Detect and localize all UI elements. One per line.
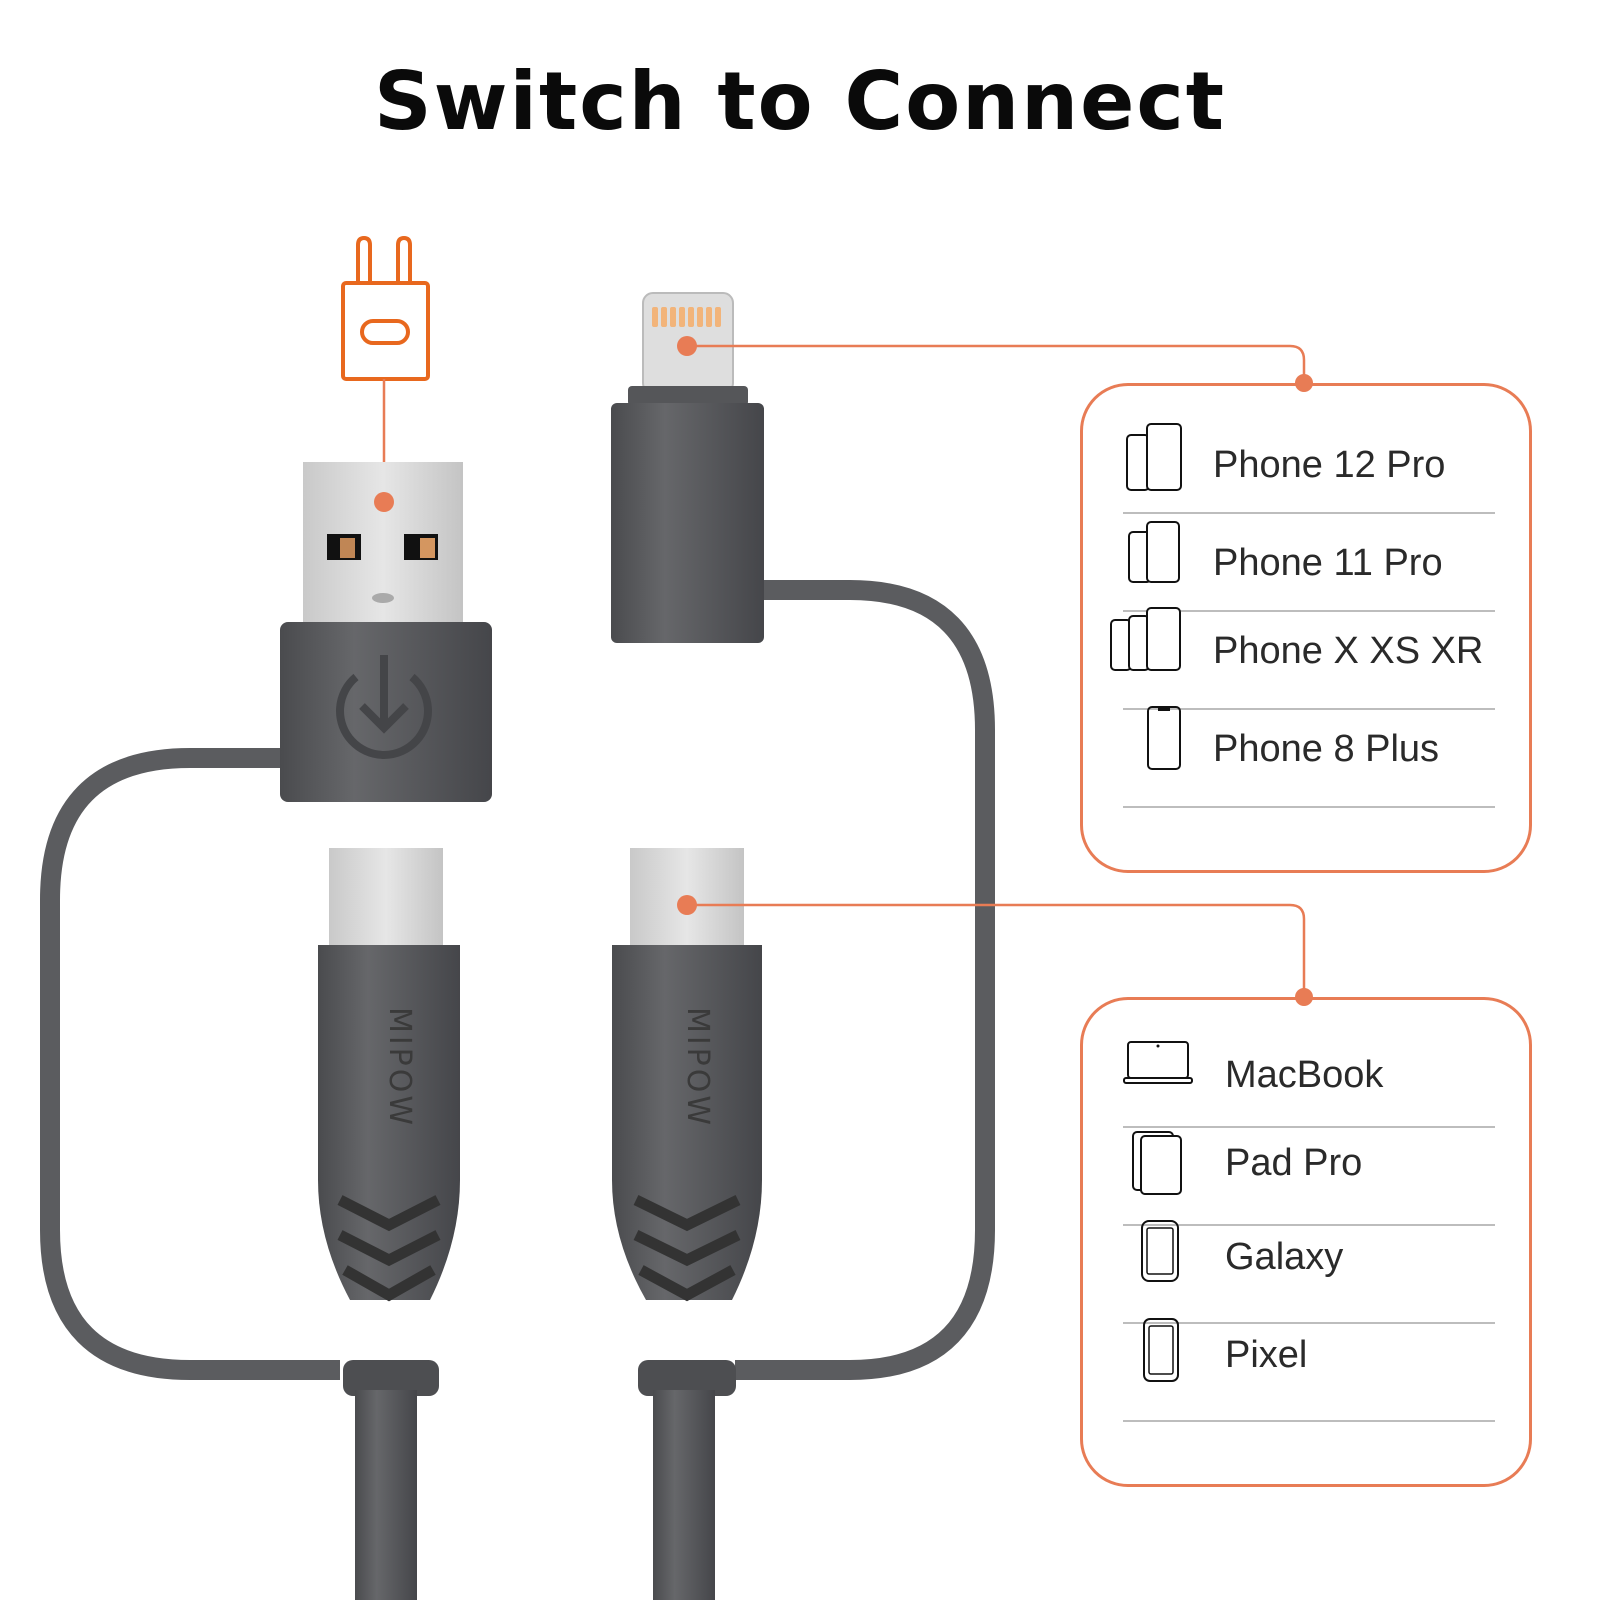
wall-plug-icon — [341, 235, 430, 381]
list-item: Phone 12 Pro — [1123, 416, 1495, 514]
list-item: Phone 11 Pro — [1123, 514, 1495, 612]
page-title: Switch to Connect — [374, 55, 1226, 148]
two-phones-icon — [1126, 423, 1182, 491]
android-phone-icon — [1141, 1220, 1179, 1282]
brand-logo-left: MIPOW — [382, 1006, 418, 1129]
usb-c-left-tip — [329, 848, 443, 948]
android-phone-icon — [1143, 1318, 1179, 1382]
list-item: Phone 8 Plus — [1123, 706, 1495, 808]
three-phones-icon — [1110, 607, 1181, 671]
laptop-icon — [1123, 1041, 1193, 1084]
list-item: Pad Pro — [1123, 1128, 1495, 1226]
list-item: Phone X XS XR — [1110, 607, 1495, 710]
phone-icon — [1147, 706, 1181, 770]
usb-a-callout-dot — [374, 492, 394, 512]
right-cable-loop — [735, 580, 995, 1380]
two-phones-icon — [1128, 521, 1180, 583]
left-cable-loop — [40, 748, 340, 1380]
usb-c-callout-line — [687, 903, 1306, 997]
lightning-compat-panel: Phone 12 Pro Phone 11 Pro Phone X XS XR … — [1080, 383, 1532, 873]
list-item: Pixel — [1123, 1318, 1495, 1422]
tablet-icon — [1132, 1131, 1182, 1195]
usbc-compat-panel: MacBook Pad Pro Galaxy Pixel — [1080, 997, 1532, 1487]
list-item: Galaxy — [1123, 1220, 1495, 1324]
brand-logo-right: MIPOW — [680, 1006, 716, 1129]
lightning-housing — [611, 403, 764, 643]
power-arrow-icon — [336, 655, 432, 759]
list-item: MacBook — [1123, 1030, 1495, 1128]
lightning-callout-line — [687, 344, 1306, 383]
